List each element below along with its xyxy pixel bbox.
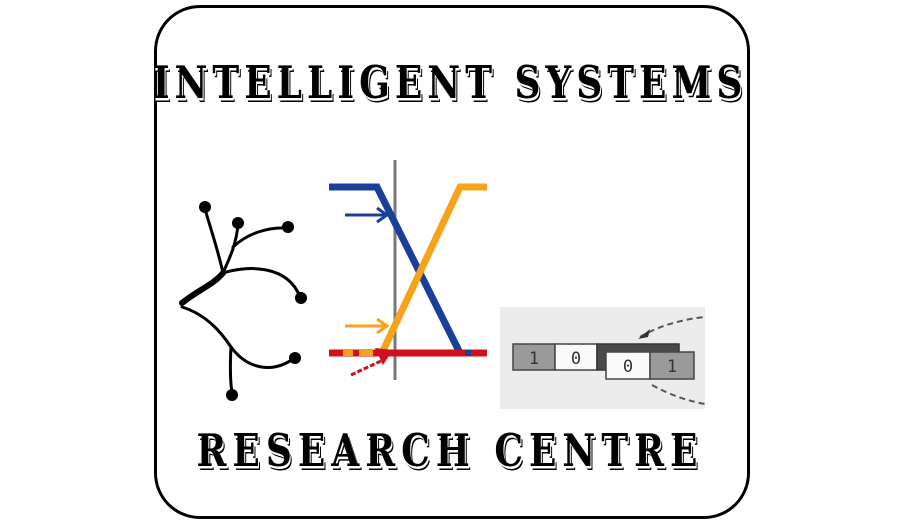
bit-2: 0 <box>571 349 581 369</box>
bit-3: 0 <box>623 357 633 377</box>
fuzzy-logic-membership-icon <box>329 160 487 380</box>
bit-4: 1 <box>667 357 677 377</box>
neural-network-tree-icon <box>179 201 307 401</box>
bit-1: 1 <box>529 349 539 369</box>
logo-title-bottom: RESEARCH CENTRE <box>196 424 704 478</box>
logo-title-top: INTELLIGENT SYSTEMS <box>152 56 748 110</box>
logo-frame <box>154 5 750 519</box>
genetic-crossover-icon: 1 0 0 1 <box>500 307 705 409</box>
